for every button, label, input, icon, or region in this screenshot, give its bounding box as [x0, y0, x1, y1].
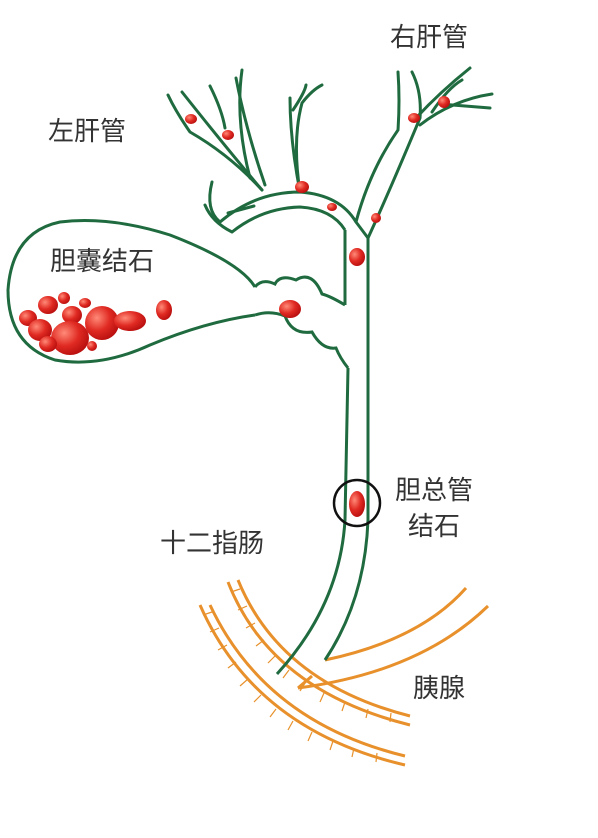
pancreatic-duct-shape [297, 587, 490, 690]
cbd-stone [349, 491, 365, 517]
label-cbd-stone-line1: 胆总管 [395, 476, 474, 506]
left-hepatic-branches [166, 68, 324, 234]
right-hepatic-branches [354, 66, 494, 240]
cystic-duct-lower [254, 311, 350, 369]
duodenum-shape [198, 579, 411, 767]
cbd-stone-marker [332, 478, 382, 528]
common-bile-duct [275, 230, 370, 676]
label-pancreas: 胰腺 [413, 674, 466, 704]
label-left-hepatic-duct: 左肝管 [48, 117, 127, 147]
label-duodenum: 十二指肠 [160, 529, 265, 559]
label-right-hepatic-duct: 右肝管 [390, 23, 469, 53]
cystic-duct-stone [279, 300, 301, 318]
cystic-duct-upper [253, 275, 346, 307]
label-cbd-stone-line2: 结石 [408, 512, 461, 542]
label-gallbladder-stones: 胆囊结石 [50, 247, 155, 277]
gallbladder-outline [6, 219, 257, 364]
intrahepatic-stones [185, 96, 450, 266]
gallbladder-stones [19, 292, 172, 355]
